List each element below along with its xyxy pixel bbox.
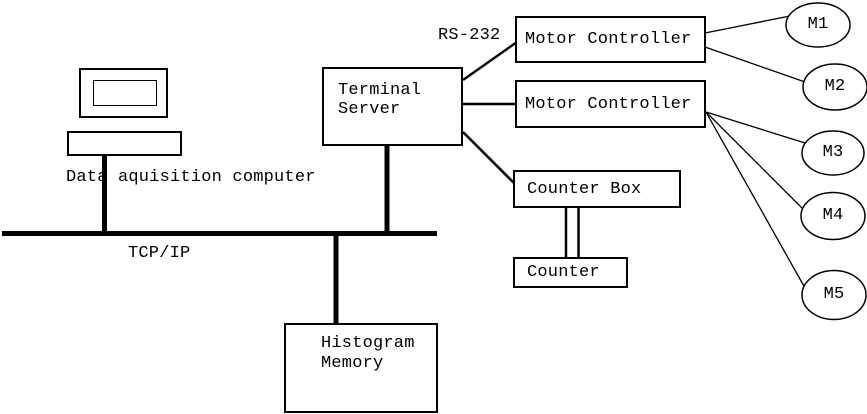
motor-controller-1-to-m1-line: [704, 15, 791, 34]
computer-screen-icon: [93, 80, 157, 106]
motor-ellipse-m1: [785, 2, 851, 48]
motor-controller-2-to-m3-line: [705, 111, 806, 144]
terminal-server-to-motor-controller-1-line: [462, 41, 518, 81]
counter-label: Counter: [527, 263, 600, 282]
motor-ellipse-m4: [800, 191, 866, 241]
terminal-server-label-line2: Server: [338, 100, 401, 119]
node-motor-controller-2: Motor Controller: [515, 80, 706, 128]
motor-ellipse-m3: [801, 130, 865, 176]
node-terminal-server: Terminal Server: [322, 67, 463, 146]
motor-label-m1: M1: [807, 15, 829, 34]
rs-232-label: RS-232: [438, 26, 501, 45]
motor-controller-2-to-m5-line: [705, 111, 806, 289]
node-histogram-memory: Histogram Memory: [284, 323, 438, 413]
terminal-server-to-counter-box-line: [462, 131, 516, 185]
computer-keyboard-icon: [67, 131, 182, 156]
node-counter: Counter: [513, 257, 628, 288]
motor-controller-2-to-m4-line: [705, 111, 805, 211]
motor-label-m4: M4: [822, 206, 844, 225]
node-motor-controller-1: Motor Controller: [515, 16, 706, 63]
motor-controller-1-to-m2-line: [704, 46, 806, 83]
histogram-memory-label-line1: Histogram: [321, 334, 415, 353]
terminal-server-label-line1: Terminal: [338, 81, 422, 100]
histogram-memory-label-line2: Memory: [321, 354, 384, 373]
motor-ellipse-m5: [801, 269, 867, 321]
motor-label-m3: M3: [822, 143, 844, 162]
motor-label-m2: M2: [824, 77, 846, 96]
motor-controller-2-label: Motor Controller: [525, 94, 692, 114]
tcp-ip-label: TCP/IP: [128, 244, 191, 263]
counter-box-label: Counter Box: [527, 179, 642, 199]
computer-caption-label: Data aquisition computer: [66, 168, 316, 187]
motor-label-m5: M5: [823, 285, 845, 304]
motor-controller-1-label: Motor Controller: [525, 30, 692, 49]
motor-ellipse-m2: [802, 63, 867, 111]
node-counter-box: Counter Box: [513, 170, 681, 208]
